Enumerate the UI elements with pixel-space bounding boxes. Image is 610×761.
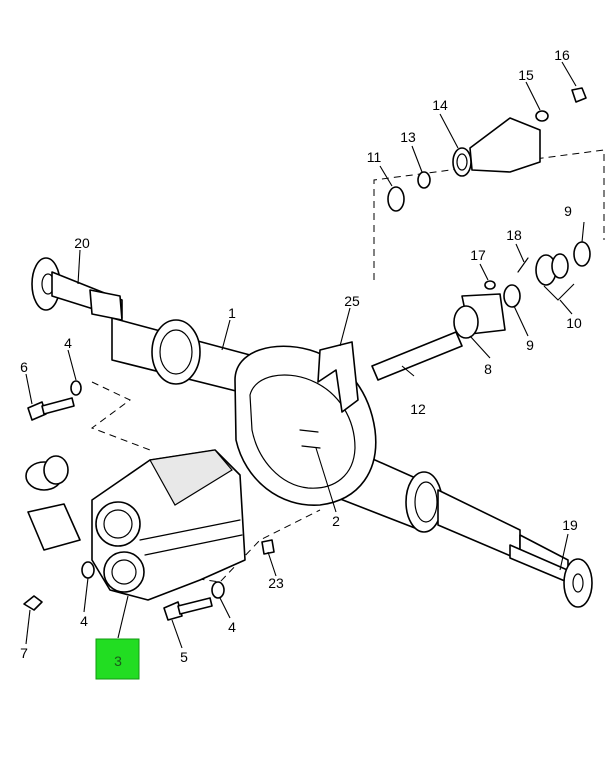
seal-9-lower	[503, 284, 521, 308]
pinion-cage-8	[453, 293, 506, 339]
callout-label[interactable]: 1	[228, 305, 236, 321]
callout-label[interactable]: 2	[332, 513, 340, 529]
bracket-25	[317, 341, 359, 413]
callout-label[interactable]: 16	[554, 47, 570, 63]
callout-label[interactable]: 8	[484, 361, 492, 377]
plate	[27, 503, 81, 551]
seal-9-upper	[573, 241, 591, 267]
left-group-dash-box	[90, 381, 151, 451]
callout-label[interactable]: 17	[470, 247, 486, 263]
callout-label[interactable]: 5	[180, 649, 188, 665]
seal-cap	[25, 455, 69, 491]
callout-label[interactable]: 13	[400, 129, 416, 145]
washer-4-left	[81, 561, 95, 579]
callout-label[interactable]: 4	[228, 619, 236, 635]
bolt-6	[27, 397, 75, 421]
washer-17	[484, 280, 496, 290]
screw-18	[517, 257, 529, 273]
callout-label[interactable]: 9	[526, 337, 534, 353]
callout-label[interactable]: 20	[74, 235, 90, 251]
callout-label[interactable]: 9	[564, 203, 572, 219]
callout-label[interactable]: 10	[566, 315, 582, 331]
axle-shaft-20	[31, 257, 123, 321]
callout-label[interactable]: 18	[506, 227, 522, 243]
upper-group-dash-box	[373, 149, 605, 280]
callout-label[interactable]: 15	[518, 67, 534, 83]
bolt-5	[163, 597, 213, 621]
axle-shaft-19	[509, 544, 593, 608]
leader-lines	[25, 61, 585, 649]
snap-ring-13	[417, 171, 431, 189]
callout-label[interactable]: 23	[268, 575, 284, 591]
callout-label-highlighted[interactable]: 3	[114, 653, 122, 669]
callout-label[interactable]: 6	[20, 359, 28, 375]
nut-7	[23, 595, 43, 611]
callout-label[interactable]: 4	[80, 613, 88, 629]
seal-14	[452, 147, 472, 177]
washer-4-top	[70, 380, 82, 396]
callout-label[interactable]: 14	[432, 97, 448, 113]
callout-label[interactable]: 19	[562, 517, 578, 533]
washer-15	[535, 110, 549, 122]
ring-11	[387, 186, 405, 212]
callout-label[interactable]: 4	[64, 335, 72, 351]
bearing-10	[535, 253, 569, 286]
pinion-shaft-12	[371, 331, 463, 381]
differential-carrier-3	[91, 449, 246, 601]
nut-16	[571, 87, 587, 103]
pin-23	[261, 539, 275, 555]
yoke	[469, 117, 541, 173]
callout-label[interactable]: 11	[367, 149, 382, 165]
callout-label[interactable]: 25	[344, 293, 360, 309]
callout-3-highlight[interactable]	[95, 638, 140, 680]
washer-4-right	[211, 581, 225, 599]
callout-label[interactable]: 7	[20, 645, 28, 661]
callout-label[interactable]: 12	[410, 401, 426, 417]
